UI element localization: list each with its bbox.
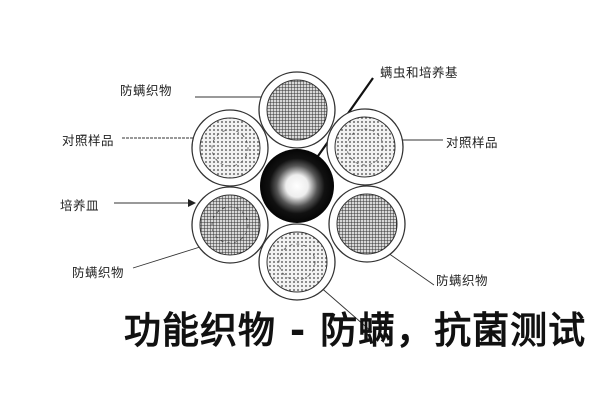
dish-upper-left — [191, 109, 269, 187]
label-control-left: 对照样品 — [62, 133, 115, 148]
label-mite-proof-bottom-right: 防螨织物 — [436, 273, 489, 288]
dish-bottom — [258, 223, 336, 301]
dish-lower-right — [328, 185, 406, 263]
dish-upper-right — [326, 108, 404, 186]
mite-culture-center — [260, 149, 334, 223]
label-mite-proof-bottom-left: 防螨织物 — [72, 265, 125, 280]
label-mite-proof-top-left: 防螨织物 — [120, 83, 173, 98]
dish-lower-left — [191, 186, 269, 264]
page-title: 功能织物 - 防螨，抗菌测试 — [124, 309, 587, 352]
arrow-head-icon — [188, 199, 196, 207]
dish-top — [258, 71, 336, 149]
label-control-right: 对照样品 — [446, 135, 499, 150]
label-petri-dish: 培养皿 — [60, 198, 100, 213]
label-mites-culture: 螨虫和培养基 — [380, 65, 459, 80]
